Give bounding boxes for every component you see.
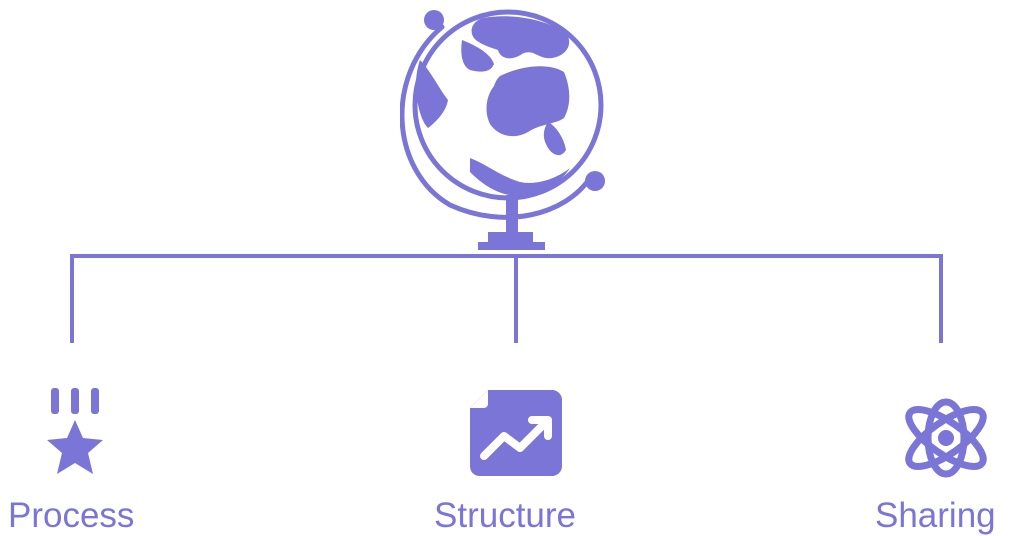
process-label: Process: [8, 496, 135, 535]
growth-chart-document-icon: [470, 390, 562, 476]
atom-icon: [905, 398, 987, 478]
medal-star-icon: [47, 388, 103, 474]
structure-label: Structure: [434, 496, 576, 535]
sharing-label: Sharing: [875, 496, 996, 535]
globe-icon: [400, 9, 605, 250]
